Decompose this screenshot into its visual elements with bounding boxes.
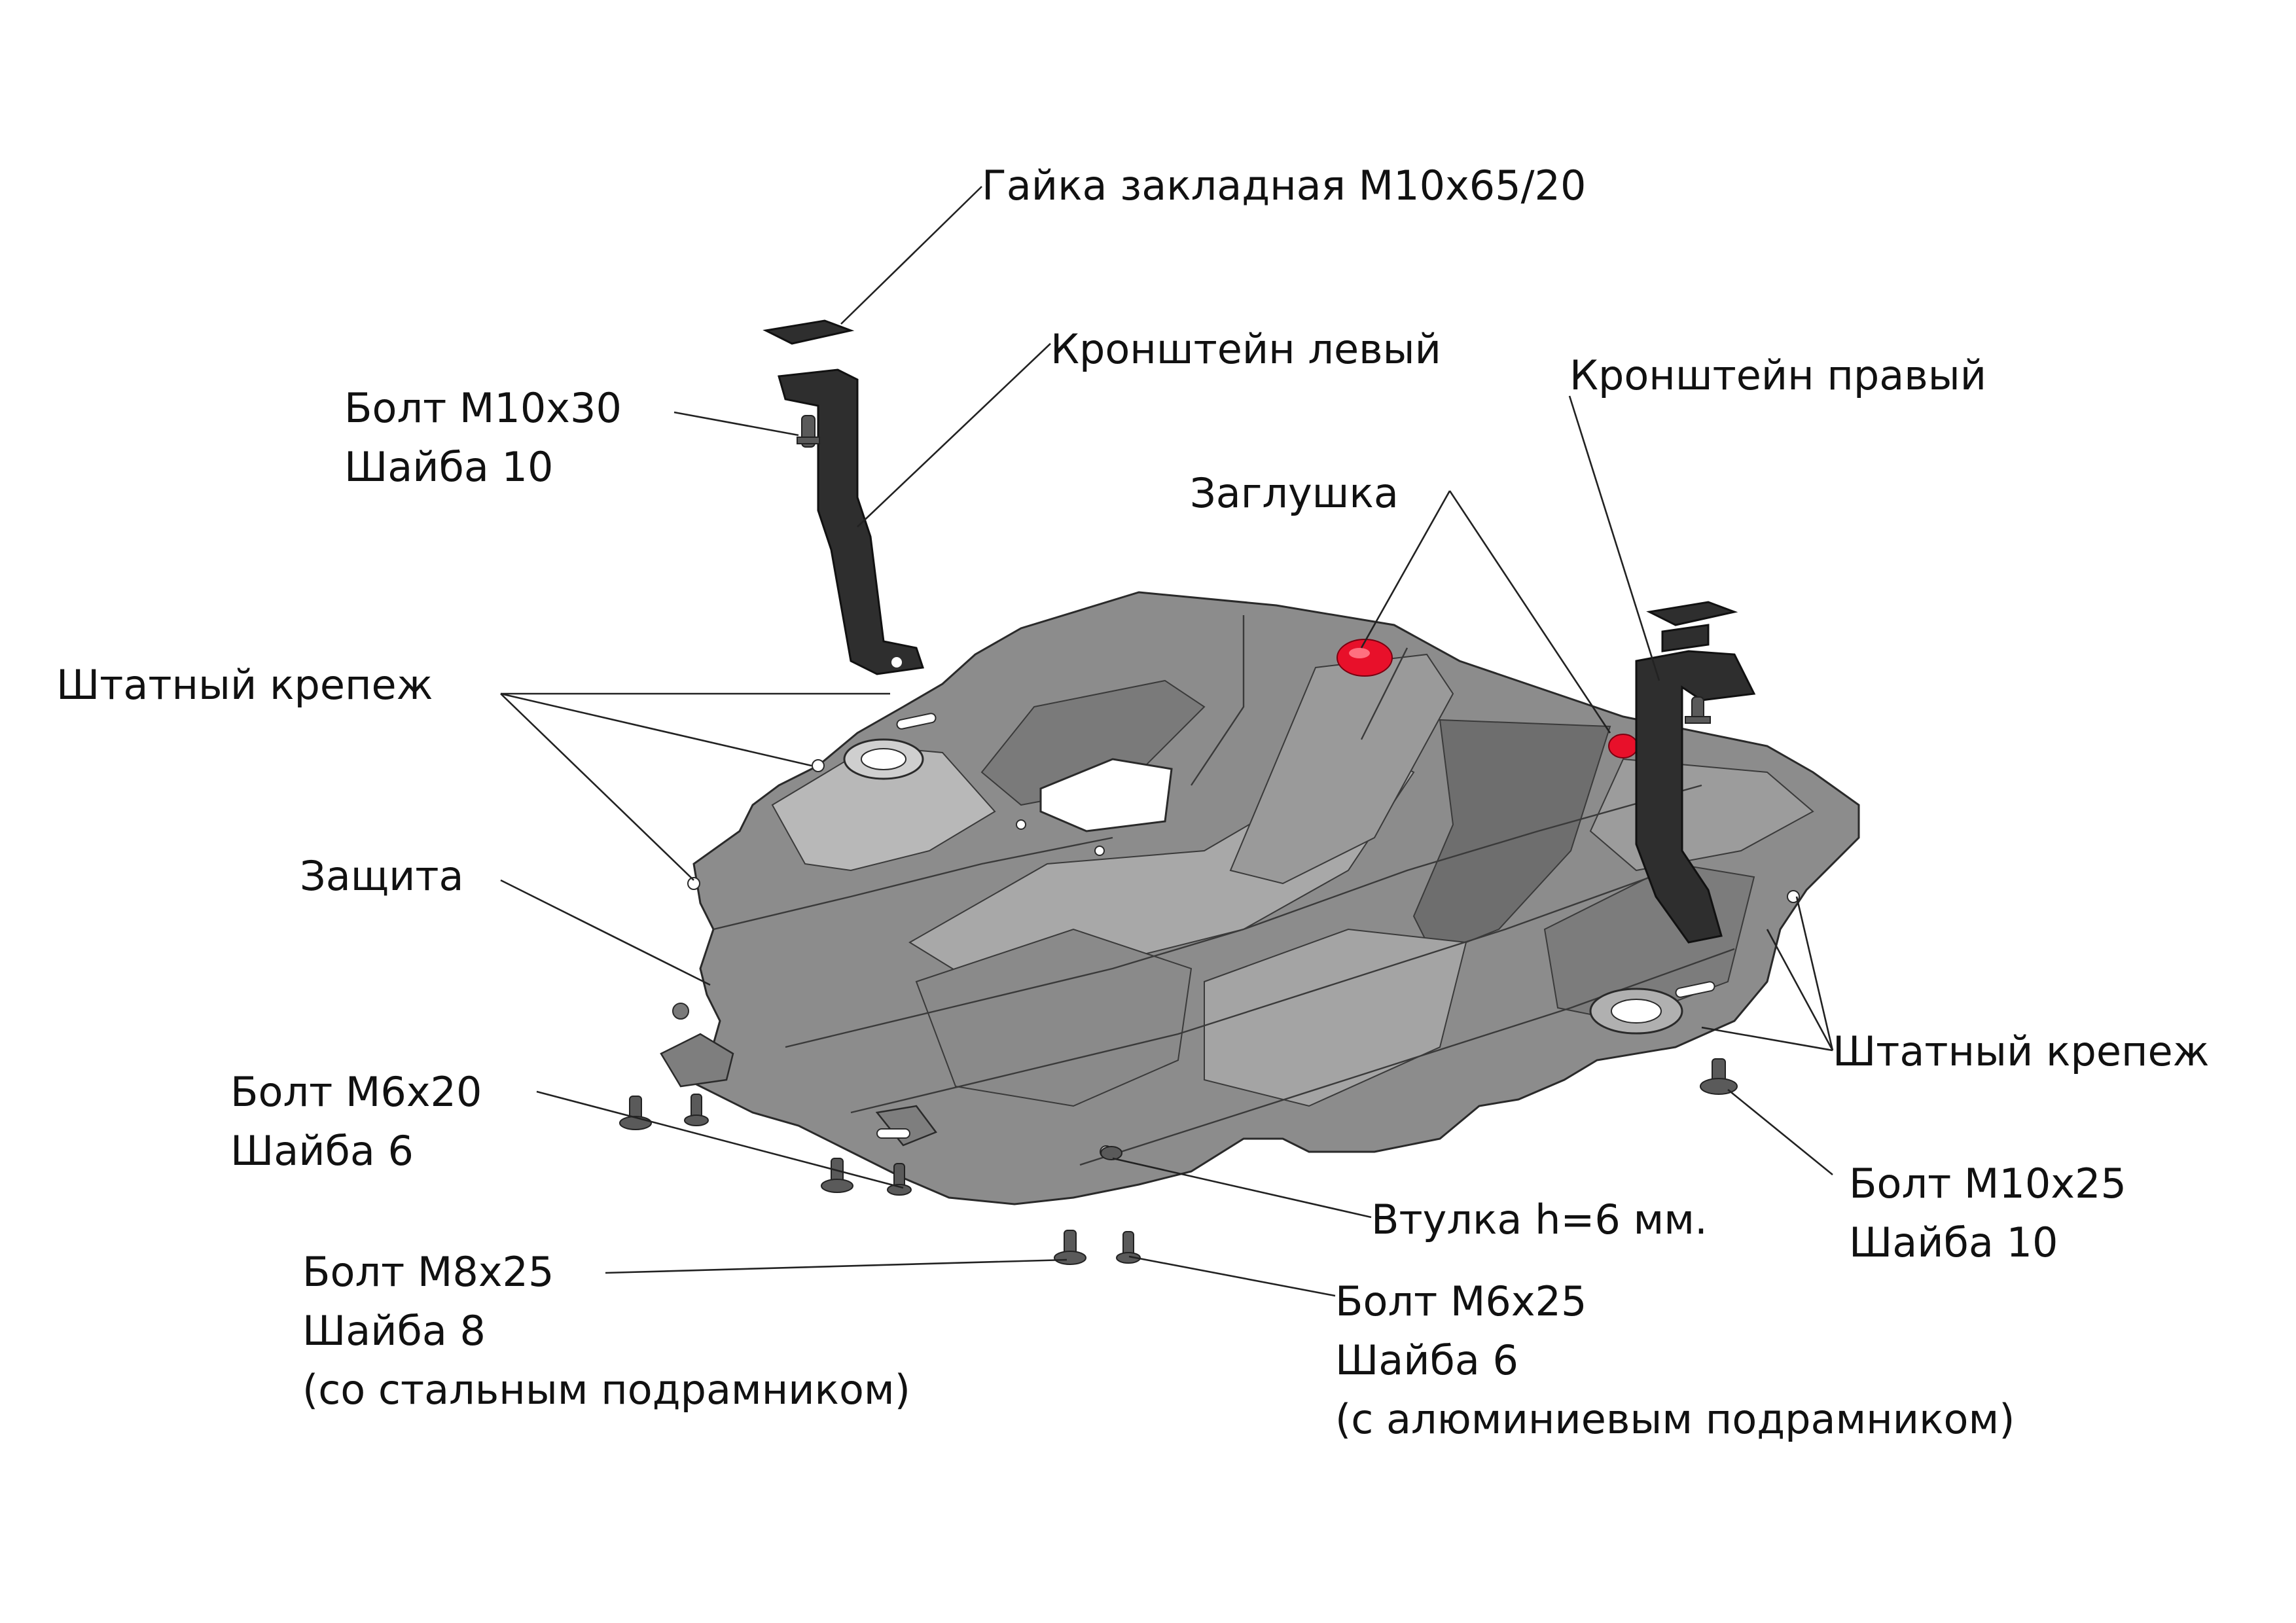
label-plug: Заглушка [1190, 469, 1399, 517]
bolt-icon [1700, 1058, 1738, 1095]
label-bolt-m6x25-line1: Болт М6х25 [1335, 1277, 1587, 1325]
label-bolt-m8x25-line3: (со стальным подрамником) [302, 1366, 910, 1414]
bolt-icon [1054, 1230, 1086, 1265]
bracket-icon [1635, 650, 1756, 944]
label-bolt-m10x25-line2: Шайба 10 [1849, 1219, 2058, 1266]
nut-plate-icon [762, 319, 855, 345]
label-bracket-right: Кронштейн правый [1570, 351, 1986, 399]
label-bolt-m6x20-line2: Шайба 6 [230, 1127, 414, 1175]
bolt-icon [887, 1163, 912, 1196]
bolt-icon [1116, 1231, 1141, 1264]
label-std-fastener-right: Штатный крепеж [1833, 1027, 2210, 1075]
label-bolt-m10x25-line1: Болт М10х25 [1849, 1160, 2126, 1207]
label-bushing: Втулка h=6 мм. [1371, 1196, 1708, 1243]
nut-plate-icon [1646, 601, 1738, 652]
bolt-icon [1100, 1146, 1122, 1160]
plug-icon [1608, 734, 1638, 758]
guard-plate [660, 591, 1860, 1205]
label-guard: Защита [300, 852, 464, 900]
label-bolt-m10x30-line1: Болт М10х30 [344, 384, 622, 432]
label-nut: Гайка закладная М10х65/20 [982, 162, 1586, 209]
bolt-icon [619, 1096, 652, 1130]
label-bolt-m6x25-line2: Шайба 6 [1335, 1336, 1518, 1384]
label-bolt-m8x25-line2: Шайба 8 [302, 1307, 486, 1355]
label-bolt-m8x25-line1: Болт М8х25 [302, 1248, 554, 1296]
label-bolt-m10x30-line2: Шайба 10 [344, 443, 553, 491]
leader-lines [500, 186, 1834, 1297]
label-bolt-m6x25-line3: (с алюминиевым подрамником) [1335, 1395, 2015, 1443]
label-bolt-m6x20-line1: Болт М6х20 [230, 1068, 482, 1116]
label-bracket-left: Кронштейн левый [1050, 325, 1441, 373]
bracket-icon [778, 368, 924, 675]
bolt-icon [821, 1158, 853, 1193]
bolt-icon [684, 1094, 709, 1126]
plug-icon [1336, 639, 1393, 677]
label-std-fastener-left: Штатный крепеж [56, 661, 433, 709]
